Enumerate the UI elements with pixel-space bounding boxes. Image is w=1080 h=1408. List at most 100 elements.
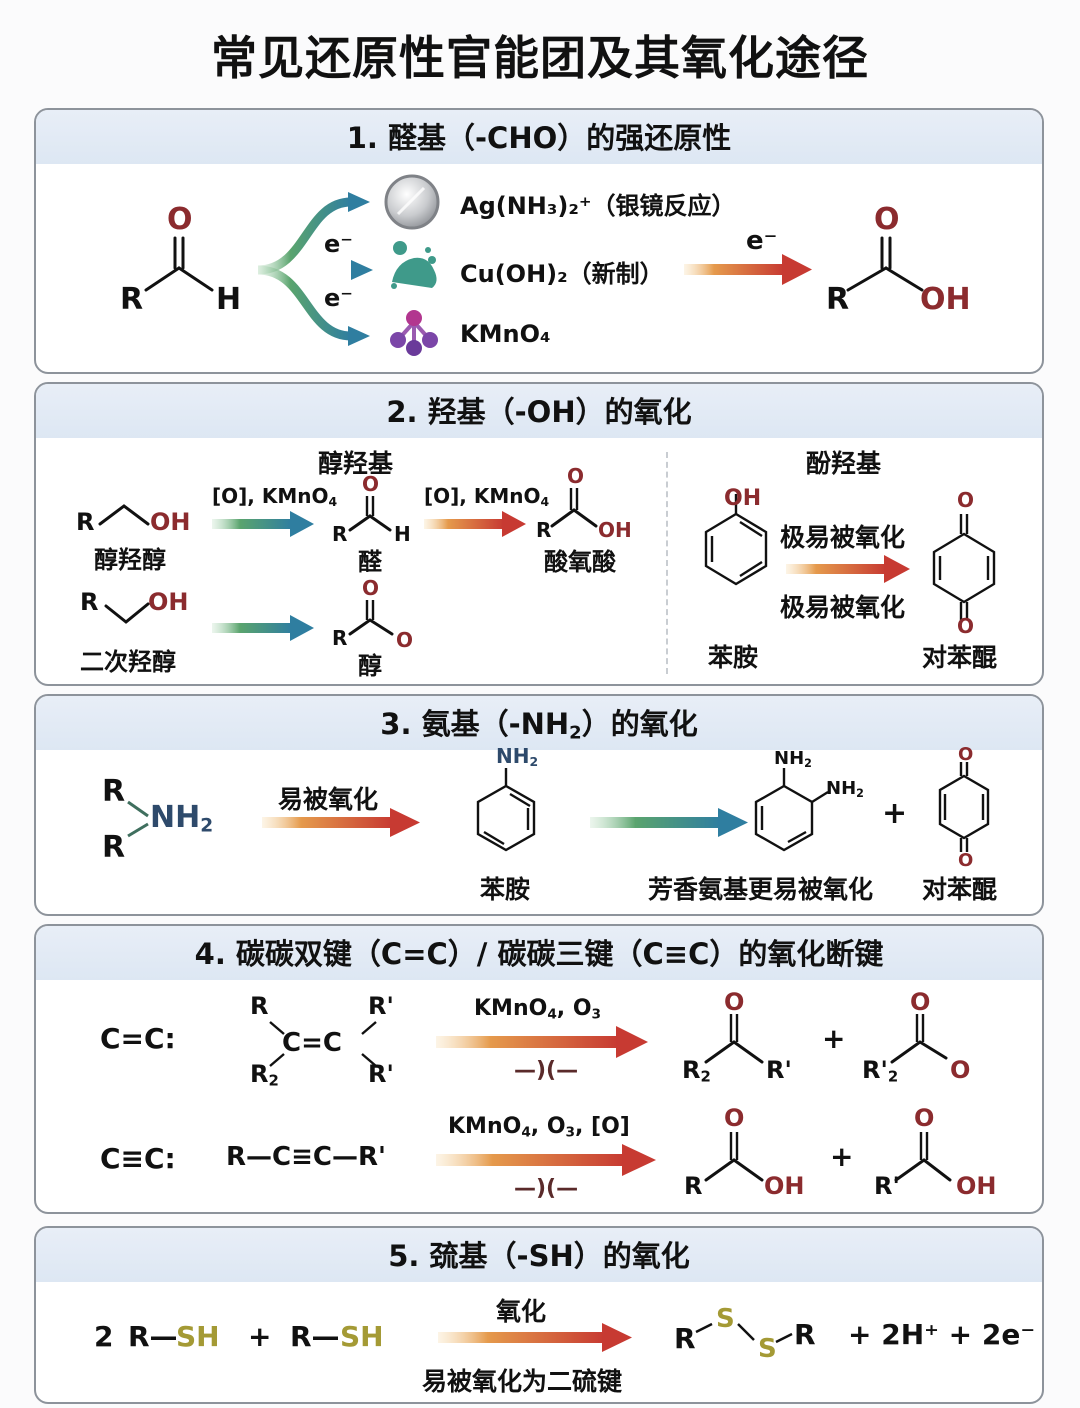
oxidation-arrow	[436, 1154, 624, 1166]
arrow-to-kmno4	[257, 265, 352, 341]
page-title: 常见还原性官能团及其氧化途径	[211, 31, 869, 85]
arrowhead	[351, 260, 373, 280]
atom-thiol: SH	[176, 1320, 220, 1353]
bond	[704, 1158, 764, 1182]
plus-sign: +	[248, 1320, 272, 1353]
atom-oxygen: O	[724, 1104, 745, 1132]
bond	[846, 266, 888, 292]
arrowhead	[616, 1026, 648, 1058]
arrowhead	[348, 326, 370, 346]
kmno4-molecule-icon	[390, 310, 438, 356]
plus-sign: +	[822, 1022, 846, 1055]
arrow-label: 氧化	[496, 1297, 547, 1326]
compound-name: 二次羟醇	[80, 648, 176, 676]
oxidation-arrow	[684, 264, 784, 275]
oxidation-arrow	[436, 1036, 618, 1048]
atom-r: R	[80, 588, 99, 616]
section-thiol: 5. 巯基（-SH）的氧化 2 R— SH + R— SH 氧化 易被氧化为二硫…	[34, 1226, 1044, 1404]
phenylenediamine-ring	[754, 768, 829, 852]
atom-r: R	[794, 1318, 816, 1351]
arrow-label: 极易被氧化	[780, 523, 906, 552]
atom-oxygen: O	[950, 1056, 971, 1084]
reagent-copper-hydroxide: Cu(OH)₂（新制）	[460, 260, 664, 288]
atom-r2-prime: R'2	[862, 1056, 899, 1086]
oxidation-arrow	[424, 519, 504, 529]
atom-r-prime: R'	[874, 1172, 900, 1200]
arrow-label: [O], KMnO4	[424, 484, 550, 510]
electron-label: e⁻	[324, 230, 353, 258]
electron-label: e⁻	[324, 284, 353, 312]
atom-thiol: SH	[340, 1320, 384, 1353]
bond	[550, 508, 598, 528]
bond	[348, 618, 394, 636]
atom-oxygen: O	[958, 850, 974, 871]
atom-r2: R2	[682, 1056, 711, 1086]
copper-hydroxide-powder-icon	[391, 241, 437, 289]
arrowhead	[884, 555, 910, 583]
hydroxyl-structures	[98, 488, 996, 641]
compound-name: 芳香氨基更易被氧化	[648, 875, 874, 904]
atom-hydroxyl: OH	[148, 588, 189, 616]
atom-hydroxyl: OH	[920, 282, 971, 317]
bond-type-label: C≡C:	[100, 1142, 176, 1175]
arrow-label: KMnO4, O3	[474, 996, 601, 1023]
bond	[104, 602, 150, 624]
arrow-label: 易被氧化	[278, 785, 379, 814]
arrowhead	[290, 511, 314, 537]
arrowhead	[348, 192, 370, 212]
oxidation-arrow	[212, 623, 292, 633]
atom-sulfur: S	[716, 1304, 735, 1334]
atom-sulfur: S	[758, 1334, 777, 1364]
atom-r-prime: R'	[368, 992, 394, 1020]
oxidation-arrow	[262, 817, 392, 828]
atom-amine: NH2	[826, 778, 864, 800]
atom-r: R	[674, 1322, 696, 1355]
atom-hydroxyl: OH	[956, 1172, 997, 1200]
arrowhead	[290, 615, 314, 641]
atom-hydroxyl: OH	[764, 1172, 805, 1200]
bond	[894, 1158, 952, 1182]
subheading-phenol: 酚羟基	[806, 449, 882, 478]
bond	[177, 266, 214, 292]
bond-type-label: C=C:	[100, 1022, 176, 1055]
reagent-kmno4: KMnO₄	[460, 320, 551, 348]
bond	[127, 822, 149, 838]
oxidation-arrow	[212, 519, 292, 529]
arrowhead	[602, 1323, 632, 1352]
bond-cleavage-icon: —)(—	[514, 1058, 579, 1083]
atom-amine: NH2	[496, 744, 539, 770]
compound-name: 醇羟醇	[94, 546, 166, 574]
divider	[666, 452, 668, 674]
compound-name: 醛	[358, 548, 382, 576]
atom-oxygen: O	[167, 202, 193, 237]
compound-name: 苯胺	[480, 875, 531, 904]
compound-name: 酸氧酸	[544, 548, 616, 576]
alkyne-formula: R—C≡C—R'	[226, 1142, 386, 1172]
amino-structures	[127, 762, 990, 852]
atom-r: R	[826, 282, 850, 317]
atom-oxygen: O	[914, 1104, 935, 1132]
atom-amine: NH2	[150, 800, 214, 837]
bond	[98, 504, 150, 526]
atom-oxygen: O	[910, 988, 931, 1016]
atom-r2: R2	[250, 1060, 279, 1090]
atom-oxygen: O	[957, 614, 975, 638]
compound-name: 对苯醌	[922, 875, 998, 904]
bond	[704, 1040, 764, 1064]
atom-r-prime: R'	[368, 1060, 394, 1088]
alkene-core: C=C	[282, 1028, 342, 1058]
section-aldehyde: 1. 醛基（-CHO）的强还原性	[34, 108, 1044, 374]
reagent-silver-ammonia: Ag(NH₃)₂⁺（银镜反应）	[460, 192, 736, 220]
atom-r-prime: R'	[766, 1056, 792, 1084]
section-cc-bonds: 4. 碳碳双键（C=C）/ 碳碳三键（C≡C）的氧化断键 C=C: R R' C…	[34, 924, 1044, 1214]
arrowhead	[390, 808, 420, 837]
compound-name: 醇	[358, 652, 382, 680]
atom-r: R	[332, 626, 348, 650]
section-hydroxyl: 2. 羟基（-OH）的氧化 醇羟基 酚羟基	[34, 382, 1044, 686]
aldehyde-structure	[144, 174, 924, 356]
plus-sign: +	[830, 1140, 854, 1173]
atom-oxygen: O	[957, 488, 975, 512]
benzoquinone-ring	[932, 514, 996, 620]
arrowhead	[622, 1144, 656, 1176]
bond-cleavage-icon: —)(—	[514, 1176, 579, 1201]
